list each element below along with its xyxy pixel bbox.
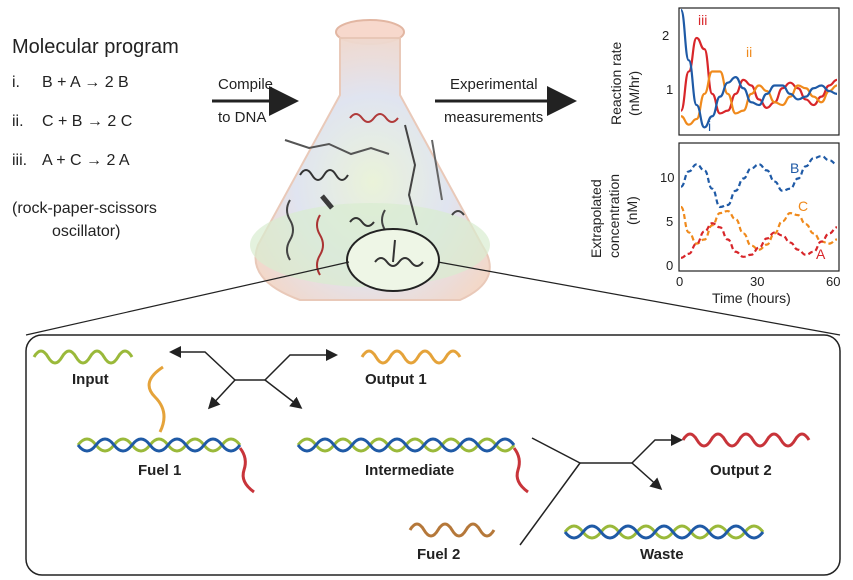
zoom-line-right	[437, 261, 841, 336]
reaction-3: iii. A + C → 2 A	[12, 152, 130, 170]
rate-ytick-2: 2	[662, 28, 670, 43]
conc-xlabel: Time (hours)	[712, 290, 791, 306]
series-line-i	[679, 8, 838, 129]
series-line-A	[680, 222, 838, 259]
measure-label-2: measurements	[444, 109, 544, 126]
label-input: Input	[72, 371, 109, 388]
label-output2: Output 2	[710, 462, 772, 479]
rate-ylabel-1: Reaction rate	[608, 41, 624, 125]
reaction-1: i. B + A → 2 B	[12, 74, 129, 92]
reaction-3-equation: A + C → 2 A	[42, 152, 130, 169]
oscillator-note-2: oscillator)	[52, 223, 121, 240]
compile-label-2: to DNA	[218, 109, 267, 126]
compile-label-1: Compile	[218, 76, 274, 93]
conc-xtick-0: 0	[676, 274, 684, 289]
fuel1-helix	[76, 365, 255, 494]
reaction-1-ordinal: i.	[12, 74, 20, 91]
conc-series-label-A: A	[816, 246, 826, 262]
label-output1: Output 1	[365, 371, 427, 388]
reaction-branch-1	[169, 346, 338, 410]
reaction-3-ordinal: iii.	[12, 152, 28, 169]
conc-ylabel-2: concentration	[606, 173, 622, 258]
program-title: Molecular program	[12, 36, 179, 58]
mechanism-box	[25, 334, 841, 576]
intermediate-helix	[296, 437, 529, 494]
conc-ylabel-1: Extrapolated	[588, 179, 604, 258]
reaction-2-equation: C + B → 2 C	[42, 113, 133, 130]
waste-helix	[563, 524, 765, 540]
series-line-iii	[679, 36, 838, 115]
conc-ytick-10: 10	[660, 170, 675, 185]
reaction-1-equation: B + A → 2 B	[42, 74, 129, 91]
conc-ylabel-3: (nM)	[624, 196, 640, 225]
oscillator-note-1: (rock-paper-scissors	[12, 200, 157, 217]
reaction-branch-2	[519, 434, 683, 546]
conc-chart-frame	[678, 142, 840, 272]
rate-chart	[679, 8, 838, 129]
output1-strand	[360, 349, 462, 365]
conc-ytick-0: 0	[666, 258, 674, 273]
rate-ylabel-2: (nM/hr)	[626, 70, 642, 116]
rate-chart-frame	[678, 7, 840, 136]
conc-xtick-30: 30	[750, 274, 765, 289]
conc-ytick-5: 5	[666, 214, 674, 229]
concentration-chart	[679, 155, 838, 259]
label-fuel1: Fuel 1	[138, 462, 182, 479]
series-line-ii	[680, 70, 838, 126]
label-fuel2: Fuel 2	[417, 546, 461, 563]
series-line-C	[679, 205, 838, 251]
label-waste: Waste	[640, 546, 684, 563]
series-line-B	[680, 155, 838, 209]
reaction-2-ordinal: ii.	[12, 113, 24, 130]
rate-series-label-i: i	[708, 118, 712, 134]
reaction-2: ii. C + B → 2 C	[12, 113, 132, 131]
label-intermediate: Intermediate	[365, 462, 455, 479]
conc-xtick-60: 60	[826, 274, 841, 289]
zoom-line-left	[25, 261, 350, 336]
conc-series-label-C: C	[798, 198, 809, 214]
output2-strand	[681, 432, 811, 448]
rate-series-label-iii: iii	[698, 12, 708, 28]
rate-ytick-1: 1	[666, 82, 674, 97]
flask-dna-strands	[284, 113, 465, 276]
fuel2-strand	[408, 522, 496, 538]
conc-series-label-B: B	[790, 160, 800, 176]
input-strand	[32, 349, 134, 365]
rate-series-label-ii: ii	[746, 44, 753, 60]
measure-label-1: Experimental	[450, 76, 538, 93]
